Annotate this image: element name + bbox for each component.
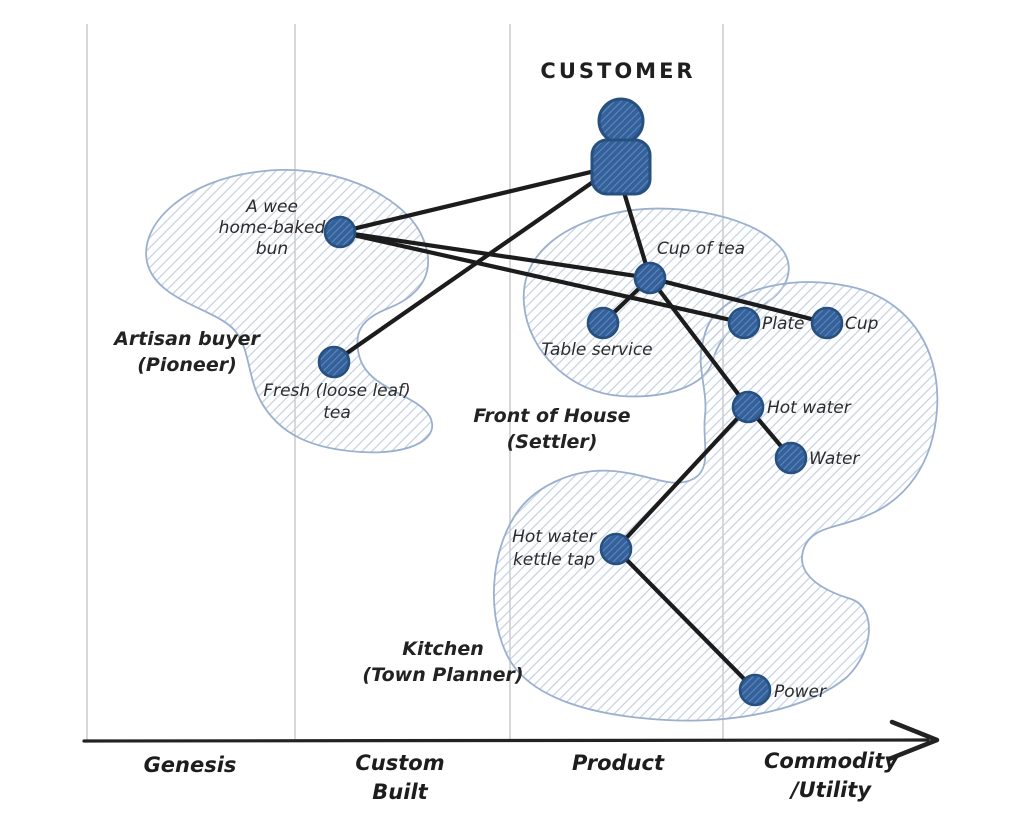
group-region-kitchen <box>493 281 939 722</box>
node-power <box>738 673 772 707</box>
customer-icon-head <box>597 97 645 145</box>
edge-bun-plate <box>353 233 731 322</box>
evolution-axis-line <box>82 738 930 743</box>
nodes-layer <box>317 97 844 707</box>
node-hot_water <box>731 390 765 424</box>
edge-kettle_tap-power <box>625 558 746 681</box>
node-label-cup_of_tea: Cup of tea <box>657 239 745 259</box>
group-region-artisan <box>145 168 434 454</box>
node-label-plate: Plate <box>762 314 805 334</box>
edges-layer <box>345 164 814 681</box>
node-cup_of_tea <box>633 261 667 295</box>
axis-layer <box>82 719 940 762</box>
edge-customer-fresh_tea <box>345 165 617 355</box>
node-label-cup: Cup <box>845 314 879 334</box>
edge-cup_of_tea-cup <box>663 279 814 322</box>
node-kettle_tap <box>599 532 633 566</box>
node-label-table_service: Table service <box>541 340 652 360</box>
customer-icon-body <box>590 138 652 196</box>
node-label-fresh_tea: Fresh (loose leaf)tea <box>263 381 410 423</box>
node-fresh_tea <box>317 345 351 379</box>
node-label-hot_water: Hot water <box>767 398 852 418</box>
evolution-axis-arrowhead <box>886 719 940 762</box>
edge-customer-bun <box>353 164 617 231</box>
edge-cup_of_tea-hot_water <box>657 288 741 397</box>
node-cup <box>810 306 844 340</box>
node-table_service <box>586 306 620 340</box>
edge-bun-cup_of_tea <box>353 232 637 278</box>
edge-hot_water-kettle_tap <box>624 416 740 540</box>
node-plate <box>727 306 761 340</box>
node-label-water: Water <box>809 449 860 469</box>
edge-hot_water-water <box>756 417 783 448</box>
node-bun <box>323 215 357 249</box>
node-label-power: Power <box>774 682 827 702</box>
node-water <box>774 441 808 475</box>
edge-table_service-cup_of_tea <box>612 286 641 315</box>
